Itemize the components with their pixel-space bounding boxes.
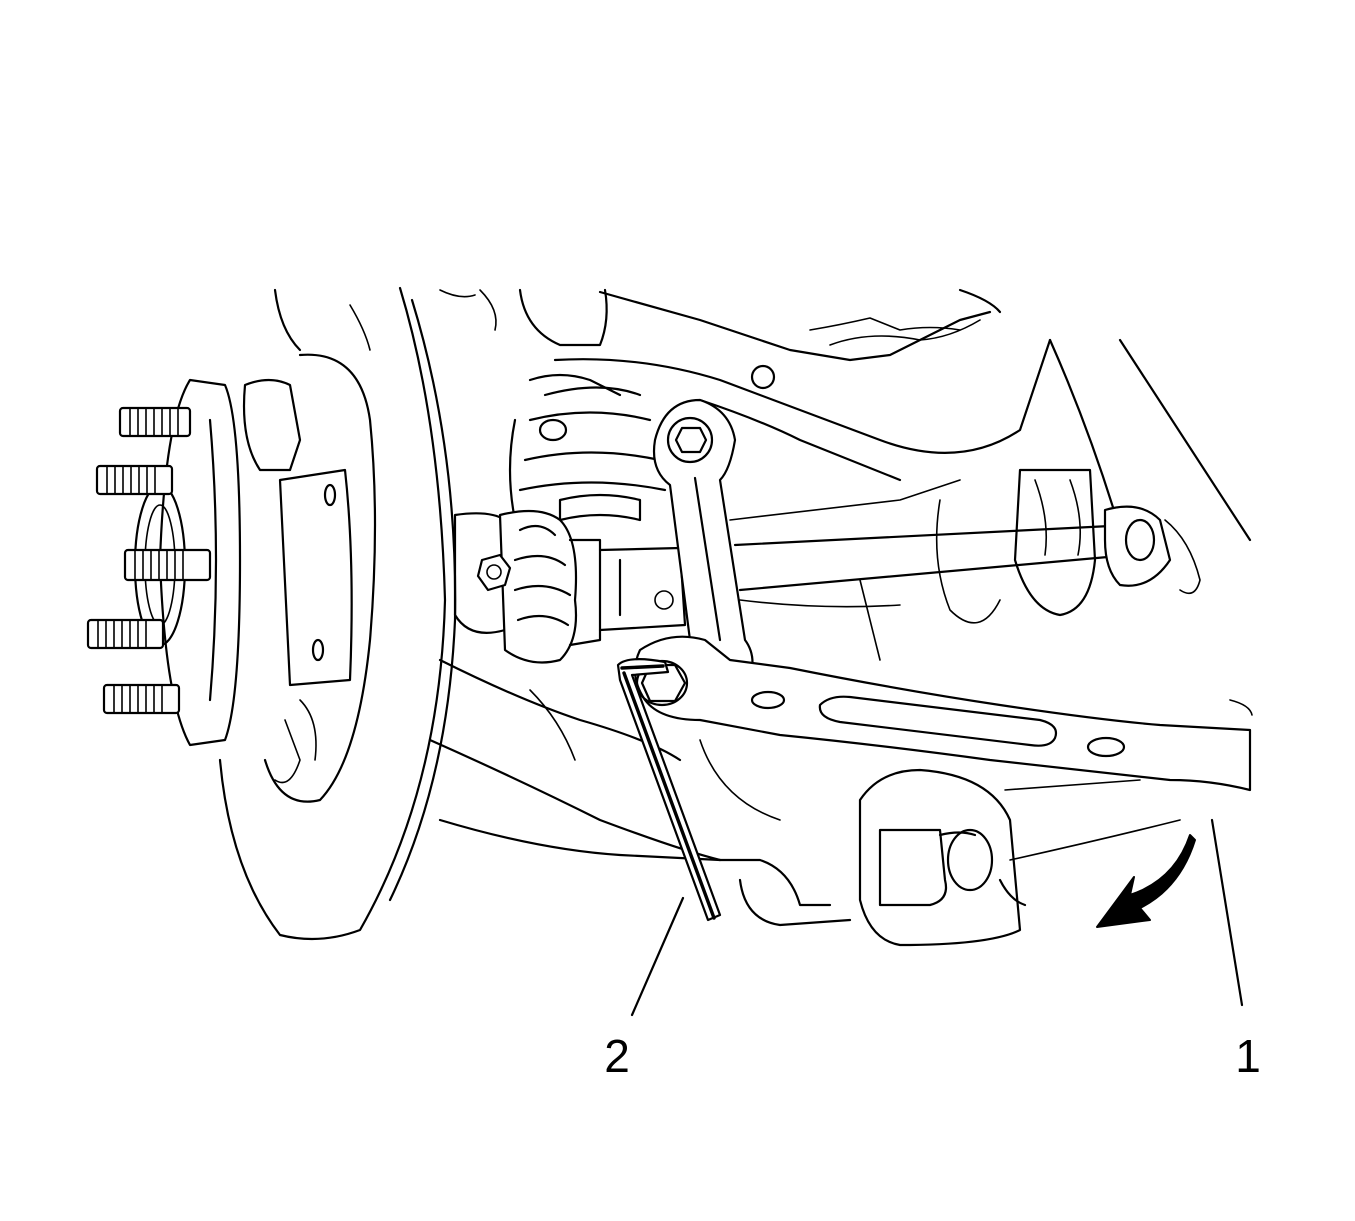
wheel-stud	[95, 464, 174, 496]
hex-key	[616, 658, 722, 922]
subframe-body	[508, 288, 1252, 661]
callout-label-2: 2	[604, 1030, 630, 1082]
curved-arrow-icon	[1096, 834, 1196, 928]
wheel-hub	[86, 378, 242, 747]
wheel-stud	[86, 618, 165, 650]
knuckle-housing	[242, 378, 353, 784]
callout-label-1: 1	[1235, 1030, 1261, 1082]
wheel-stud	[118, 406, 192, 438]
wheel-stud	[123, 548, 212, 582]
leader-line-1	[1210, 818, 1244, 1007]
wheel-stud	[102, 683, 181, 715]
leader-line-2	[630, 896, 685, 1017]
brake-rotor	[218, 286, 497, 941]
wrench	[633, 635, 1253, 792]
lower-control-arm	[428, 658, 1181, 947]
coil-spring	[518, 386, 667, 522]
stabilizer-bar	[733, 505, 1201, 595]
leader-lines	[630, 818, 1244, 1017]
drive-shaft-cv-boot	[453, 509, 687, 664]
